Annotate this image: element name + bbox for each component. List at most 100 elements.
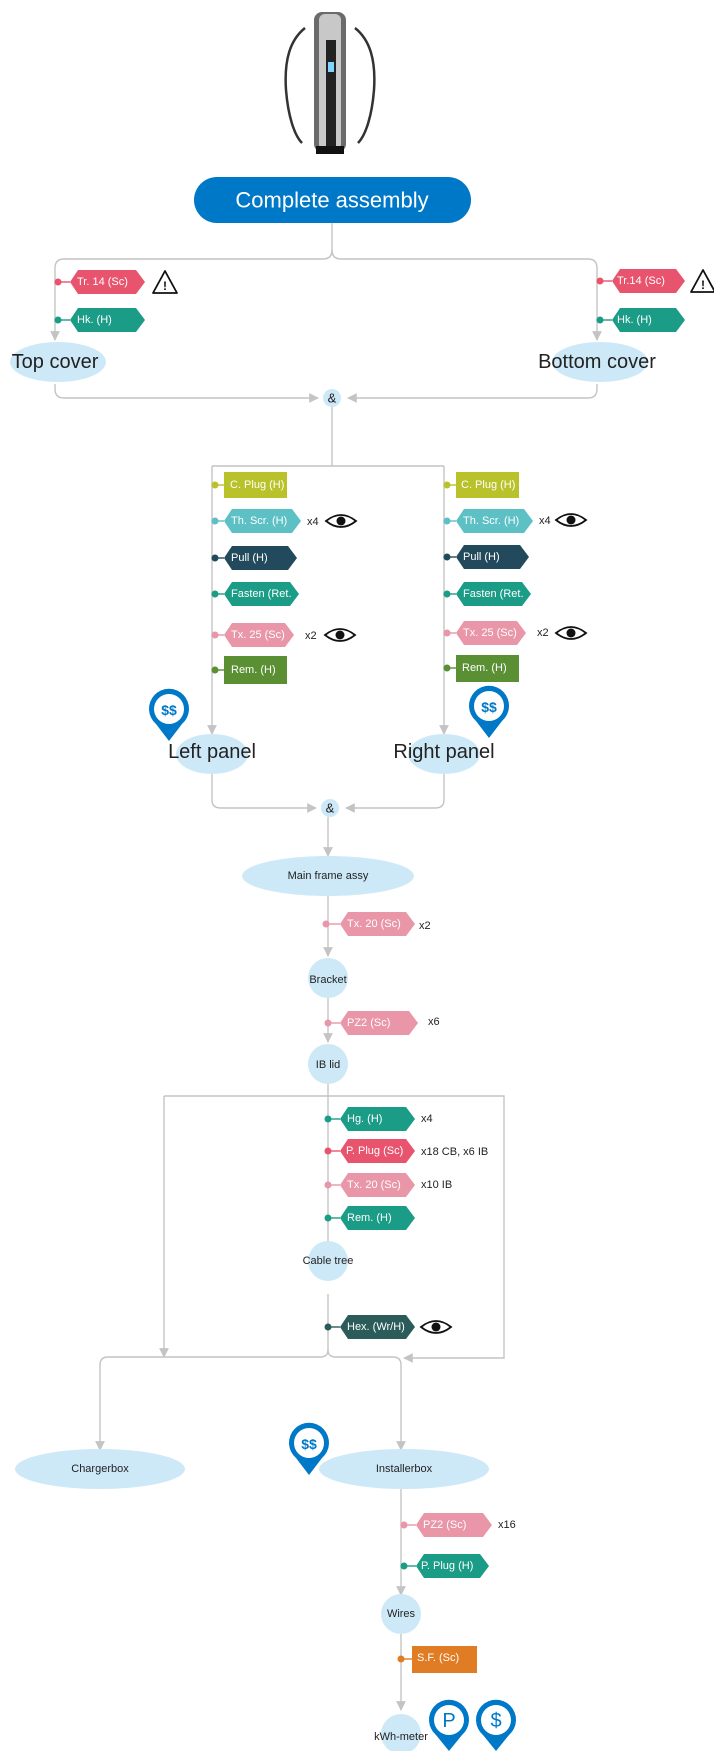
node-bottom-cover[interactable]: Bottom cover (538, 342, 656, 382)
dollar-marker-icon: $ (475, 1699, 516, 1751)
svg-text:Hk. (H): Hk. (H) (77, 314, 112, 326)
svg-text:$$: $$ (301, 1436, 317, 1452)
warning-triangle-icon: ! (152, 270, 178, 294)
step-right-thscr[interactable]: Th. Scr. (H) (443, 509, 534, 533)
svg-text:&: & (326, 801, 335, 816)
step-bracket-pz2[interactable]: PZ2 (Sc) (324, 1011, 419, 1035)
step-installer-pz2[interactable]: PZ2 (Sc) (400, 1513, 493, 1537)
svg-text:Bottom cover: Bottom cover (538, 351, 656, 373)
svg-text:C. Plug (H): C. Plug (H) (461, 479, 515, 491)
svg-text:Chargerbox: Chargerbox (71, 1463, 129, 1475)
node-top-cover[interactable]: Top cover (10, 342, 106, 382)
svg-text:Hg. (H): Hg. (H) (347, 1113, 382, 1125)
qty-right-tx25: x2 (537, 627, 549, 639)
step-left-cplug[interactable]: C. Plug (H) (211, 472, 288, 498)
node-right-panel[interactable]: Right panel (393, 734, 495, 774)
svg-text:Tx. 20 (Sc): Tx. 20 (Sc) (347, 918, 401, 930)
step-iblid-tx20[interactable]: Tx. 20 (Sc) (324, 1173, 416, 1197)
node-chargerbox[interactable]: Chargerbox (15, 1449, 185, 1489)
node-wires[interactable]: Wires (381, 1594, 421, 1634)
svg-text:Rem. (H): Rem. (H) (347, 1212, 392, 1224)
svg-text:PZ2 (Sc): PZ2 (Sc) (347, 1017, 390, 1029)
step-left-thscr[interactable]: Th. Scr. (H) (211, 509, 302, 533)
step-bottom-tr14[interactable]: Tr.14 (Sc) (596, 269, 686, 293)
complete-assembly-node[interactable]: Complete assembly (194, 177, 471, 223)
svg-text:PZ2 (Sc): PZ2 (Sc) (423, 1519, 466, 1531)
svg-text:Fasten (Ret.: Fasten (Ret. (231, 588, 292, 600)
svg-text:Th. Scr. (H): Th. Scr. (H) (463, 515, 519, 527)
step-iblid-pplug[interactable]: P. Plug (Sc) (324, 1139, 416, 1163)
svg-text:Pull (H): Pull (H) (231, 552, 268, 564)
page-title: Complete assembly (235, 188, 428, 213)
step-right-rem[interactable]: Rem. (H) (443, 655, 520, 682)
step-right-fasten[interactable]: Fasten (Ret. (443, 582, 532, 606)
dollar-marker-icon: $$ (469, 685, 509, 738)
node-cable-tree[interactable]: Cable tree (303, 1241, 354, 1281)
svg-text:Top cover: Top cover (12, 351, 99, 373)
svg-text:!: ! (163, 279, 167, 293)
step-left-pull[interactable]: Pull (H) (211, 546, 298, 570)
connector-lines (50, 223, 602, 1711)
step-bottom-hk[interactable]: Hk. (H) (596, 308, 686, 332)
eye-icon (419, 1320, 453, 1334)
svg-text:IB lid: IB lid (316, 1059, 340, 1071)
node-bracket[interactable]: Bracket (308, 958, 348, 998)
step-right-pull[interactable]: Pull (H) (443, 545, 530, 569)
svg-text:Rem. (H): Rem. (H) (462, 662, 507, 674)
svg-text:Installerbox: Installerbox (376, 1463, 433, 1475)
svg-text:Cable tree: Cable tree (303, 1255, 354, 1267)
svg-text:$: $ (490, 1710, 501, 1732)
step-top-tr14[interactable]: Tr. 14 (Sc) (54, 270, 146, 294)
dollar-marker-icon: $$ (289, 1422, 330, 1475)
qty-right-thscr: x4 (539, 515, 551, 527)
ev-charger-image (284, 12, 376, 154)
step-right-cplug[interactable]: C. Plug (H) (443, 472, 520, 498)
step-cabletree-hex[interactable]: Hex. (Wr/H) (324, 1315, 416, 1339)
svg-text:Pull (H): Pull (H) (463, 551, 500, 563)
qty-installer-pz2: x16 (498, 1519, 516, 1531)
node-left-panel[interactable]: Left panel (168, 734, 256, 774)
svg-text:Tx. 20 (Sc): Tx. 20 (Sc) (347, 1179, 401, 1191)
step-wires-sf[interactable]: S.F. (Sc) (397, 1646, 478, 1673)
qty-iblid-tx20: x10 IB (421, 1179, 452, 1191)
svg-text:Rem. (H): Rem. (H) (231, 664, 276, 676)
step-iblid-rem[interactable]: Rem. (H) (324, 1206, 416, 1230)
svg-text:!: ! (701, 278, 705, 292)
svg-text:P. Plug (Sc): P. Plug (Sc) (346, 1145, 403, 1157)
step-left-rem[interactable]: Rem. (H) (211, 656, 288, 684)
step-iblid-hg[interactable]: Hg. (H) (324, 1107, 416, 1131)
svg-text:Tr. 14 (Sc): Tr. 14 (Sc) (77, 276, 128, 288)
dollar-marker-icon: $$ (149, 688, 190, 741)
svg-text:Bracket: Bracket (309, 974, 346, 986)
node-installerbox[interactable]: Installerbox (319, 1449, 489, 1489)
qty-left-thscr: x4 (307, 516, 319, 528)
svg-text:S.F. (Sc): S.F. (Sc) (417, 1652, 459, 1664)
junction-top: & (323, 389, 341, 407)
qty-bracket-pz2: x6 (428, 1016, 440, 1028)
svg-text:Tx. 25 (Sc): Tx. 25 (Sc) (463, 627, 517, 639)
node-kwh-meter[interactable]: kWh-meter (374, 1714, 428, 1751)
step-left-tx25[interactable]: Tx. 25 (Sc) (211, 623, 295, 647)
p-marker-icon: P (429, 1699, 470, 1751)
svg-text:Tx. 25 (Sc): Tx. 25 (Sc) (231, 629, 285, 641)
qty-left-tx25: x2 (305, 630, 317, 642)
svg-text:Wires: Wires (387, 1608, 416, 1620)
svg-text:$$: $$ (481, 699, 497, 715)
eye-icon (554, 626, 588, 640)
svg-text:Hk. (H): Hk. (H) (617, 314, 652, 326)
node-main-frame[interactable]: Main frame assy (242, 856, 414, 896)
svg-text:kWh-meter: kWh-meter (374, 1731, 428, 1743)
svg-text:$$: $$ (161, 702, 177, 718)
step-right-tx25[interactable]: Tx. 25 (Sc) (443, 621, 527, 645)
qty-iblid-hg: x4 (421, 1113, 433, 1125)
warning-triangle-icon: ! (690, 269, 714, 293)
node-ib-lid[interactable]: IB lid (308, 1044, 348, 1084)
svg-text:Fasten (Ret.: Fasten (Ret. (463, 588, 524, 600)
svg-text:Right panel: Right panel (393, 741, 494, 763)
step-left-fasten[interactable]: Fasten (Ret. (211, 582, 300, 606)
step-top-hk[interactable]: Hk. (H) (54, 308, 146, 332)
eye-icon (324, 514, 358, 528)
step-installer-pplug[interactable]: P. Plug (H) (400, 1554, 490, 1578)
step-mainframe-tx20[interactable]: Tx. 20 (Sc) (322, 912, 416, 936)
